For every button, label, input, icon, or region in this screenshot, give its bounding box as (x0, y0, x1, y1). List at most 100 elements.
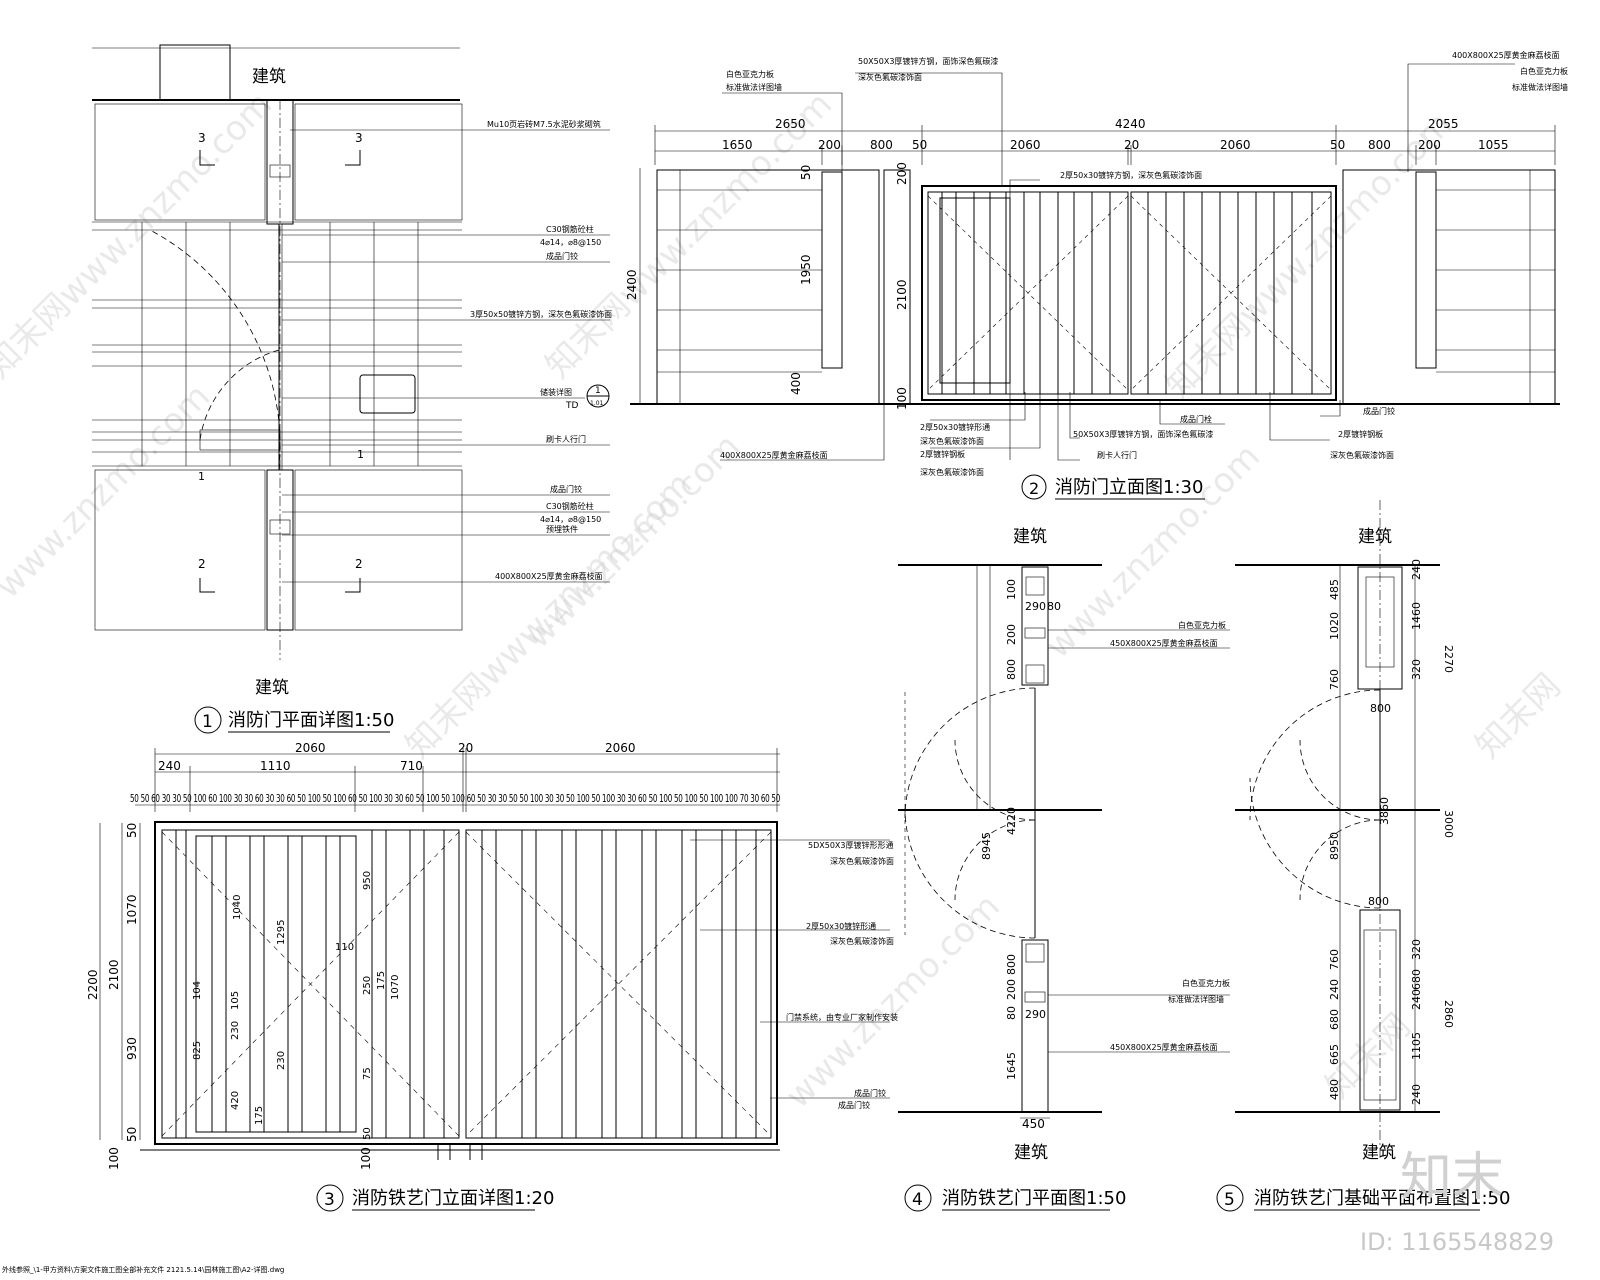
dim-left: 50 (125, 1127, 139, 1142)
dim: 320 (1410, 939, 1423, 960)
dim-mid: 2060 (1220, 138, 1251, 152)
dim: 2860 (1442, 1000, 1455, 1028)
dim: 1460 (1410, 602, 1423, 630)
dim-inner: 50 (362, 1127, 373, 1140)
dim-inner: 75 (362, 1067, 373, 1080)
note-column: C30钢筋砼柱 (546, 224, 594, 234)
dim-mid: 1055 (1478, 138, 1509, 152)
note: 深灰色氟碳漆饰面 (830, 856, 894, 866)
dim-left: 2100 (107, 959, 121, 990)
dim-chain: 50 50 60 30 30 50 100 60 100 30 30 60 30… (130, 793, 780, 805)
dim: 8945 (980, 832, 993, 860)
dim-inner: 175 (376, 971, 387, 990)
dim: 320 (1410, 659, 1423, 680)
dim-inner: 230 (230, 1021, 241, 1040)
note: 成品门铰 (854, 1088, 886, 1098)
file-path: 外线参照_\1-甲方资料\方案文件施工图全部补充文件 2121.5.14\园林施… (2, 1265, 284, 1274)
dim: 680 (1328, 1009, 1341, 1030)
dim-mid: 800 (870, 138, 893, 152)
dim-inner: 1070 (390, 975, 401, 1000)
dim: 800 (1370, 702, 1391, 715)
note-bottom: 成品门栓 (1180, 414, 1212, 424)
label-building-top: 建筑 (252, 67, 286, 87)
section-mark: 1 (198, 470, 205, 483)
dim-left: 50 (125, 823, 139, 838)
dim-inner: 105 (230, 991, 241, 1010)
note-top: 50X50X3厚镀锌方钢，面饰深色氟碳漆 (858, 56, 998, 66)
dim-inner: 50 (799, 165, 813, 180)
dim-left: 2200 (86, 969, 100, 1000)
dim: 485 (1328, 579, 1341, 600)
dim-top: 2650 (775, 117, 806, 131)
note-top: 标准做法详图墙 (1512, 82, 1568, 92)
note-top: 深灰色氟碳漆饰面 (858, 72, 922, 82)
dim: 2270 (1442, 645, 1455, 673)
drawing-number: 1 (202, 712, 213, 732)
note: 450X800X25厚黄金麻荔枝面 (1110, 1042, 1218, 1052)
dim-inner: 2100 (895, 279, 909, 310)
dim-top: 2055 (1428, 117, 1459, 131)
note-hinge-2: 成品门铰 (550, 484, 582, 494)
td-sheet: 1.01 (590, 400, 604, 407)
note: 2厚50x30镀锌形通 (806, 921, 876, 931)
note-bottom: 刷卡人行门 (1097, 450, 1137, 460)
dim: 450 (1022, 1117, 1045, 1131)
note: 450X800X25厚黄金麻荔枝面 (1110, 638, 1218, 648)
dim-left: 100 (359, 1147, 373, 1170)
dim-top: 2060 (605, 741, 636, 755)
note-card-door: 刷卡人行门 (546, 434, 586, 444)
section-mark: 3 (198, 131, 206, 145)
note-top: 白色亚克力板 (1520, 66, 1568, 76)
dim-mid: 800 (1368, 138, 1391, 152)
dim-mid: 50 (1330, 138, 1345, 152)
dim: 3860 (1378, 797, 1391, 825)
dim-top: 20 (458, 741, 473, 755)
dim-inner: 100 (895, 387, 909, 410)
dim-mid: 1650 (722, 138, 753, 152)
dim-left: 930 (125, 1037, 139, 1060)
dim: 200 (1005, 979, 1018, 1000)
dim: 3000 (1442, 810, 1455, 838)
dim-inner: 104 (192, 981, 203, 1000)
dim-top: 2060 (295, 741, 326, 755)
drawing-title: 消防门立面图1:30 (1055, 477, 1203, 498)
note: 5DX50X3厚镀锌形形通 (808, 840, 893, 850)
dim: 1645 (1005, 1052, 1018, 1080)
td-ref: 1 (595, 386, 601, 396)
drawing-1-plan-detail: 建筑 3 3 (92, 44, 612, 734)
dim-inner: 825 (192, 1041, 203, 1060)
drawing-number: 4 (912, 1190, 923, 1210)
dim: 290 (1025, 1008, 1046, 1021)
note-hinge: 成品门铰 (546, 251, 578, 261)
dim-top: 710 (400, 759, 423, 773)
dim: 680 (1410, 969, 1423, 990)
brand-logo: 知末 (1400, 1148, 1504, 1208)
dim: 240 (1328, 979, 1341, 1000)
note: 门禁系统，由专业厂家制作安装 (786, 1012, 898, 1022)
dim-inner: 1950 (799, 254, 813, 285)
td-label: TD (565, 401, 578, 411)
watermark: 知末网www.znzmo.com (1158, 104, 1460, 406)
dim: 200 (1005, 624, 1018, 645)
drawing-number: 2 (1029, 479, 1039, 498)
note-rebar-2: 4⌀14，⌀8@150 (540, 515, 601, 524)
dim: 80 (1047, 600, 1061, 613)
note-bottom: 深灰色氟碳漆饰面 (920, 436, 984, 446)
watermark: www.znzmo.com (778, 886, 1008, 1116)
dim: 240 (1410, 989, 1423, 1010)
note-bottom: 成品门铰 (1363, 406, 1395, 416)
watermark: www.znzmo.com (0, 376, 218, 606)
note-column-2: C30钢筋砼柱 (546, 501, 594, 511)
note-mid: 2厚50x30镀锌方钢，深灰色氟碳漆饰面 (1060, 170, 1202, 180)
drawing-number: 3 (324, 1190, 335, 1210)
drawing-4-gate-plan: 建筑 100 80 290 200 800 4220 8945 800 200 … (838, 527, 1230, 1212)
note-bottom: 2厚镀锌钢板 (920, 449, 965, 459)
note-masonry: Mu10页岩砖M7.5水泥砂浆砌筑 (487, 119, 601, 129)
dim: 8950 (1328, 832, 1341, 860)
dim-mid: 2060 (1010, 138, 1041, 152)
drawing-title: 消防门平面详图1:50 (228, 710, 394, 731)
label-building-bottom: 建筑 (1362, 1143, 1396, 1163)
section-mark: 2 (355, 557, 363, 571)
note-bottom: 50X50X3厚镀锌方钢，面饰深色氟碳漆 (1073, 429, 1213, 439)
